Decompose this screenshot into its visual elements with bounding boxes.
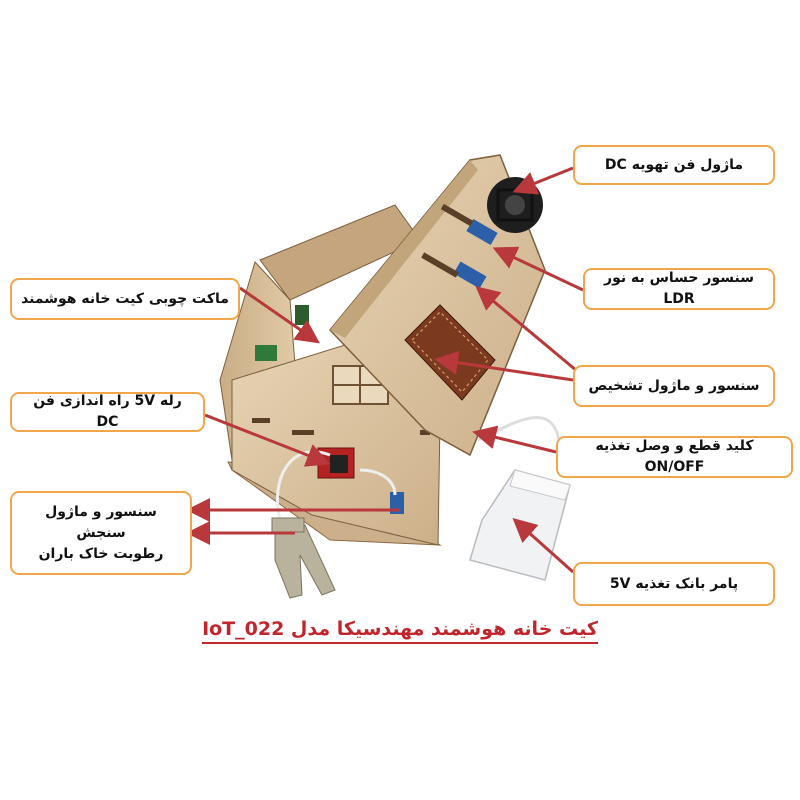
callout-power-switch: کلید قطع و وصل تغذیه ON/OFF (556, 436, 793, 478)
fan (487, 177, 543, 233)
callout-fan-module: ماژول فن تهویه DC (573, 145, 775, 185)
callout-detection-module-text: سنسور و ماژول تشخیص (588, 377, 760, 394)
page-title-text: کیت خانه هوشمند مهندسیکا مدل IoT_022 (202, 618, 598, 644)
arrows (186, 166, 584, 574)
callout-soil-sensor-line1: سنسور و ماژول سنجش (45, 503, 157, 541)
arrow-relay (204, 413, 331, 467)
arrow-power-bank (512, 518, 574, 574)
callout-detection-module: سنسور و ماژول تشخیص (573, 365, 775, 407)
callout-power-switch-text: کلید قطع و وصل تغذیه ON/OFF (595, 438, 754, 475)
callout-power-bank-text: پامر بانک تغذیه 5V (609, 575, 739, 592)
arrow-fan (512, 166, 574, 195)
callout-ldr-sensor: سنسور حساس به نور LDR (583, 268, 775, 310)
detection-board (453, 261, 487, 289)
arrow-ldr (492, 246, 584, 292)
arrow-switch (472, 425, 557, 454)
callout-power-bank: پامر بانک تغذیه 5V (573, 562, 775, 606)
ldr-module (466, 218, 498, 246)
circuit-board (255, 345, 277, 361)
callout-ldr-sensor-text: سنسور حساس به نور LDR (604, 270, 754, 307)
house-front-wall (231, 344, 441, 546)
callout-relay-module-text: رله 5V راه اندازی فن DC (33, 393, 182, 430)
arrow-rain (434, 350, 574, 382)
callout-wooden-model-text: ماکت چوبی کیت خانه هوشمند (21, 290, 229, 307)
arrow-detection (475, 286, 584, 378)
callout-soil-sensor: سنسور و ماژول سنجش رطوبت خاک باران (10, 491, 192, 575)
page-title: کیت خانه هوشمند مهندسیکا مدل IoT_022 (0, 618, 800, 644)
callout-relay-module: رله 5V راه اندازی فن DC (10, 392, 205, 432)
callout-fan-module-text: ماژول فن تهویه DC (604, 156, 744, 173)
callout-soil-sensor-line2: رطوبت خاک باران (38, 545, 164, 562)
callout-wooden-model: ماکت چوبی کیت خانه هوشمند (10, 278, 240, 320)
arrow-wooden-model (239, 286, 320, 344)
